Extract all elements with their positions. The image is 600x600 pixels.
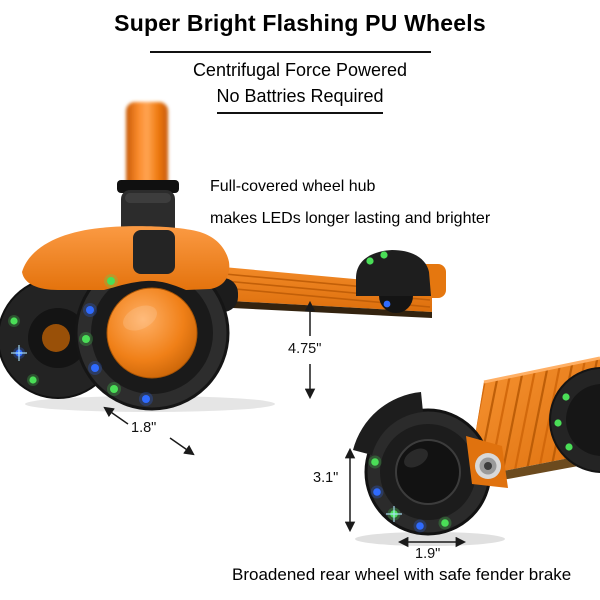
fender: [353, 392, 423, 455]
subtitle-line1: Centrifugal Force Powered: [192, 60, 408, 80]
divider-top: [150, 51, 431, 53]
dimension-lines: [103, 300, 467, 548]
rear-wheel-width-label: 1.9": [415, 546, 441, 562]
stem-clamp: [117, 180, 179, 238]
front-wheel: [74, 255, 230, 411]
led-lights-rear: [368, 455, 452, 533]
wheel-hub-callout-line1: Full-covered wheel hub: [210, 178, 376, 195]
front-wheel-width-label: 1.8": [131, 420, 157, 436]
scooter-front-view: [0, 102, 446, 411]
wheel-hub-callout-line2: makes LEDs longer lasting and brighter: [210, 210, 491, 227]
stem: [126, 102, 168, 202]
rear-wheel-closeup: [353, 356, 600, 536]
deck-height-label: 4.75": [288, 341, 322, 357]
led-lights-front: [8, 274, 153, 406]
rear-wheel-diameter-label: 3.1": [313, 470, 339, 486]
front-body: [22, 226, 230, 290]
far-wheel: [549, 367, 600, 473]
rear-wheel: [364, 408, 492, 536]
rear-fender-assembly: [356, 250, 446, 313]
headline: Super Bright Flashing PU Wheels: [114, 10, 486, 36]
fold-joint: [133, 230, 175, 274]
subtitle-line2: No Battries Required: [216, 86, 384, 106]
bottom-caption: Broadened rear wheel with safe fender br…: [232, 565, 572, 584]
wheel-mount: [466, 436, 508, 488]
divider-middle: [217, 112, 383, 114]
